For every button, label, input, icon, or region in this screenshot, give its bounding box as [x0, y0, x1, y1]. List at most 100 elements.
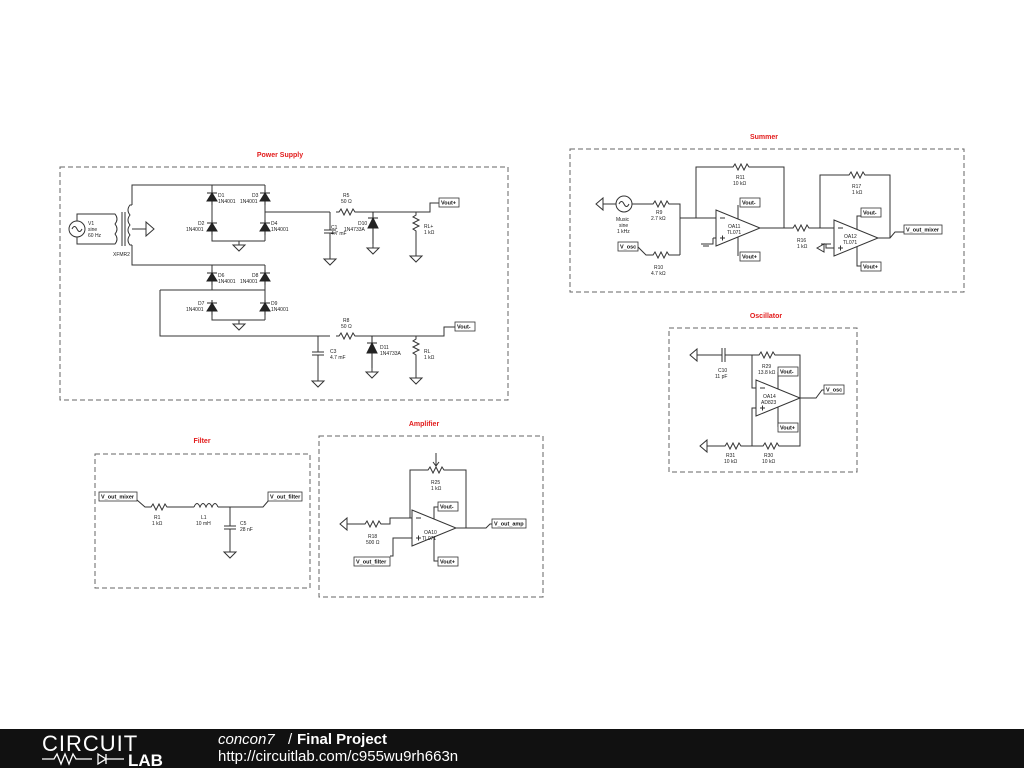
svg-text:C3: C3	[330, 349, 337, 355]
svg-text:Vout+: Vout+	[780, 426, 795, 432]
power-supply-title: Power Supply	[257, 152, 303, 159]
svg-text:1N4001: 1N4001	[240, 279, 258, 285]
svg-text:TL071: TL071	[422, 536, 436, 542]
svg-text:4.7 mF: 4.7 mF	[330, 355, 346, 361]
oscillator-section: Oscillator C10 11 pF R29 13.8 kΩ OA14 AD…	[668, 313, 858, 473]
svg-text:2.7 kΩ: 2.7 kΩ	[651, 216, 666, 222]
amplifier-box	[318, 435, 544, 598]
svg-text:sine: sine	[619, 223, 628, 229]
svg-text:R9: R9	[656, 210, 663, 216]
potentiometer-wiper	[432, 453, 440, 467]
svg-text:10 kΩ: 10 kΩ	[724, 459, 737, 465]
vout-plus-tag: Vout+	[438, 197, 460, 208]
svg-text:R11: R11	[736, 175, 745, 181]
svg-text:10 kΩ: 10 kΩ	[762, 459, 775, 465]
v-osc-tag-oscillator: V_osc	[823, 384, 845, 395]
svg-text:OA11: OA11	[728, 224, 741, 230]
oscillator-box	[668, 327, 858, 473]
negative-output: C3 4.7 mF R8 50 Ω D11 1N4733A RL 1 kΩ Vo…	[311, 318, 476, 388]
upper-bridge: D1 1N4001 D2 1N4001 D3 1N4001 D4 1N4001	[186, 185, 330, 252]
svg-text:D4: D4	[271, 221, 278, 227]
svg-text:XFMR2: XFMR2	[113, 252, 130, 258]
svg-text:1 kΩ: 1 kΩ	[797, 244, 808, 250]
ground-icon	[339, 516, 348, 532]
power-supply-box	[59, 166, 509, 401]
svg-text:V_out_filter: V_out_filter	[356, 560, 387, 566]
svg-text:RL+: RL+	[424, 224, 433, 230]
v-out-filter-tag-filter: V_out_filter	[267, 491, 303, 502]
svg-text:1N4001: 1N4001	[186, 307, 204, 313]
svg-text:OA14: OA14	[763, 394, 776, 400]
footer-user[interactable]: concon7	[218, 731, 275, 748]
svg-text:1 kΩ: 1 kΩ	[152, 521, 163, 527]
svg-text:Vout+: Vout+	[441, 201, 456, 207]
svg-text:1N4001: 1N4001	[186, 227, 204, 233]
svg-text:D2: D2	[198, 221, 205, 227]
svg-text:TL071: TL071	[843, 240, 857, 246]
svg-text:Vout-: Vout-	[457, 325, 471, 331]
svg-text:R25: R25	[431, 480, 440, 486]
svg-text:50 Ω: 50 Ω	[341, 199, 352, 205]
footer-separator: /	[288, 731, 293, 748]
svg-text:R17: R17	[852, 184, 861, 190]
svg-text:50 Ω: 50 Ω	[341, 324, 352, 330]
inductor-l1	[193, 503, 219, 509]
svg-text:Vout-: Vout-	[780, 370, 794, 376]
svg-text:1 kΩ: 1 kΩ	[424, 355, 435, 361]
svg-text:Vout-: Vout-	[863, 211, 877, 217]
circuitlab-logo[interactable]: CIRCUIT LAB	[40, 732, 210, 766]
v-out-mixer-tag-summer: V_out_mixer	[903, 224, 943, 235]
svg-text:R18: R18	[368, 534, 377, 540]
filter-box	[94, 453, 311, 589]
footer-project-title[interactable]: Final Project	[297, 731, 388, 748]
svg-text:R31: R31	[726, 453, 735, 459]
svg-text:sine: sine	[88, 227, 97, 233]
lower-bridge: D6 1N4001 D7 1N4001 D8 1N4001 D9 1N4001	[159, 265, 330, 337]
svg-text:D10: D10	[358, 221, 367, 227]
amplifier-title: Amplifier	[409, 421, 440, 428]
v-out-filter-tag-amp: V_out_filter	[353, 556, 391, 567]
ground-icon	[145, 220, 155, 238]
svg-text:60 Hz: 60 Hz	[88, 233, 102, 239]
footer-bar: CIRCUIT LAB concon7 / Final Project http…	[0, 729, 1024, 768]
svg-text:1N4001: 1N4001	[271, 307, 289, 313]
filter-title: Filter	[193, 438, 210, 445]
svg-text:OA12: OA12	[844, 234, 857, 240]
svg-text:V_osc: V_osc	[826, 388, 842, 394]
svg-text:4.7 mF: 4.7 mF	[331, 231, 347, 237]
vout-minus-tag: Vout-	[454, 321, 476, 332]
transformer-xfmr2: XFMR2	[110, 184, 265, 266]
svg-text:28 nF: 28 nF	[240, 527, 253, 533]
svg-text:Vout-: Vout-	[440, 505, 454, 511]
svg-text:R16: R16	[797, 238, 806, 244]
svg-text:D9: D9	[271, 301, 278, 307]
svg-text:LAB: LAB	[128, 751, 163, 766]
svg-text:RL: RL	[424, 349, 431, 355]
svg-text:500 Ω: 500 Ω	[366, 540, 380, 546]
filter-section: Filter V_out_mixer R1 1 kΩ L1 10 mH C5 2…	[94, 438, 311, 589]
opamp-oa12: OA12 TL071 Vout- Vout+	[815, 207, 904, 272]
v-out-amp-tag: V_out_amp	[491, 518, 527, 529]
svg-text:11 pF: 11 pF	[715, 374, 727, 380]
positive-output: C1 4.7 mF R5 50 Ω D10 1N4733A RL+ 1 kΩ V…	[323, 193, 460, 266]
svg-text:V_out_mixer: V_out_mixer	[101, 495, 135, 501]
svg-text:Vout+: Vout+	[742, 255, 757, 261]
svg-text:TL071: TL071	[727, 230, 741, 236]
svg-text:D8: D8	[252, 273, 259, 279]
svg-text:R5: R5	[343, 193, 350, 199]
amplifier-section: Amplifier R25 1 kΩ R18 500 Ω OA10 TL071 …	[318, 421, 544, 598]
svg-text:V_osc: V_osc	[620, 245, 636, 251]
svg-text:1N4001: 1N4001	[218, 199, 236, 205]
svg-text:AD823: AD823	[761, 400, 777, 406]
ground-icon	[699, 438, 708, 454]
svg-text:D7: D7	[198, 301, 205, 307]
svg-text:C1: C1	[331, 225, 338, 231]
footer-url[interactable]: http://circuitlab.com/c955wu9rh663n	[218, 748, 459, 765]
svg-text:R29: R29	[762, 364, 771, 370]
v-out-mixer-tag-filter: V_out_mixer	[98, 491, 138, 502]
svg-text:D11: D11	[380, 345, 389, 351]
svg-text:OA10: OA10	[424, 530, 437, 536]
svg-text:Music: Music	[616, 217, 630, 223]
svg-text:Vout+: Vout+	[440, 560, 455, 566]
svg-text:10 kΩ: 10 kΩ	[733, 181, 746, 187]
